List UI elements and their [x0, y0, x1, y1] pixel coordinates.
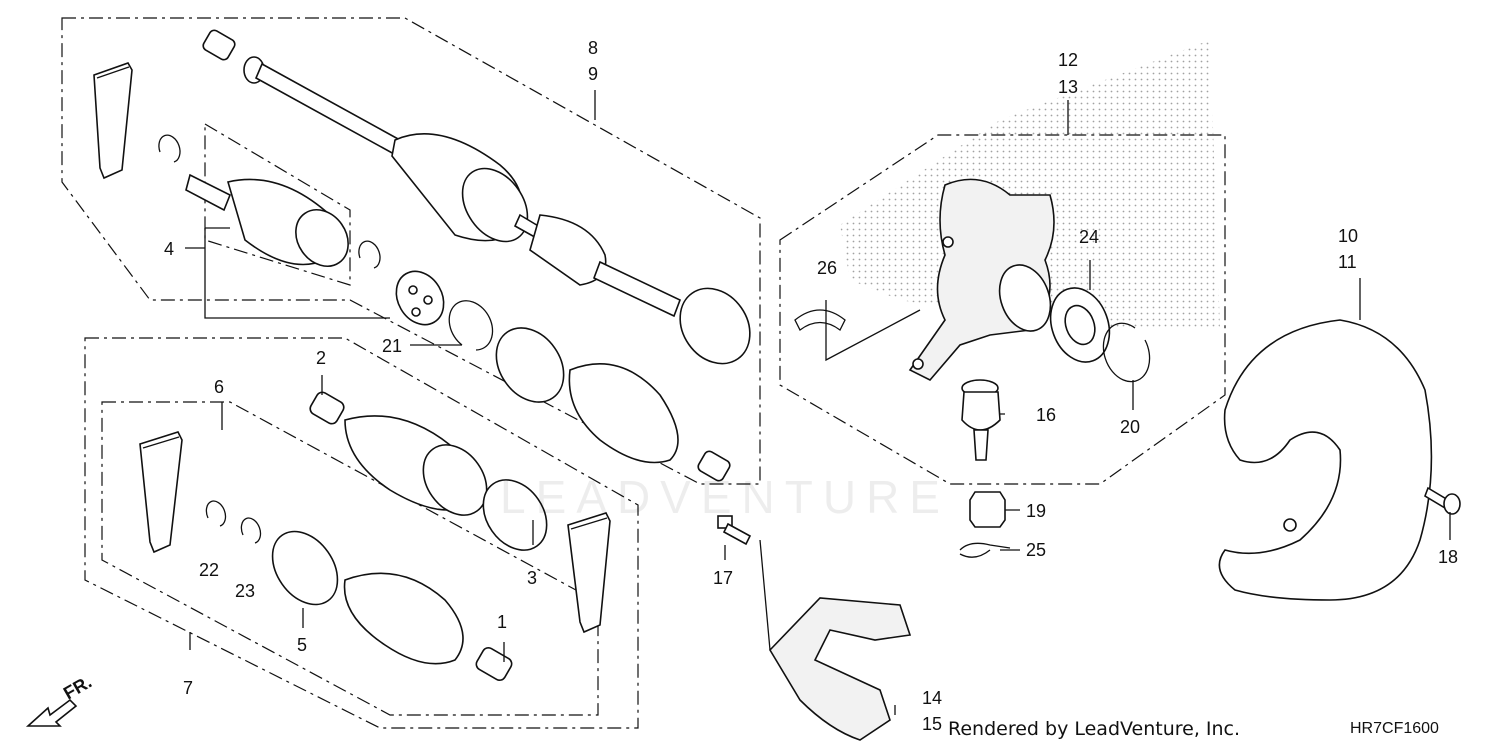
- boot-icon: [568, 363, 679, 464]
- callout-23[interactable]: 23: [235, 581, 255, 601]
- bearing-cage-icon: [395, 270, 445, 326]
- callout-18[interactable]: 18: [1438, 547, 1458, 567]
- bolt-17-icon: [717, 515, 752, 546]
- snap-ring-icon: [448, 300, 494, 351]
- callout-4[interactable]: 4: [164, 239, 174, 259]
- drive-shaft-assembly-icon: [202, 29, 751, 365]
- inner-boot-icon: [343, 572, 464, 665]
- callout-17[interactable]: 17: [713, 568, 733, 588]
- circlip-icon: [158, 134, 181, 163]
- grease-tube-lower-left-icon: [139, 431, 183, 554]
- front-direction-label: FR.: [60, 672, 95, 704]
- grease-tube-lower-right-icon: [567, 512, 611, 634]
- callout-10[interactable]: 10: [1338, 226, 1358, 246]
- callout-26[interactable]: 26: [817, 258, 837, 278]
- group-boundary-inner-joint: [204, 122, 351, 286]
- callout-7[interactable]: 7: [183, 678, 193, 698]
- callout-24[interactable]: 24: [1079, 227, 1099, 247]
- clamp-small-upper-icon: [309, 391, 345, 425]
- group-boundary-drive-shaft: [61, 17, 761, 485]
- circlip-26-icon: [794, 309, 846, 331]
- boot-band-5-icon: [271, 530, 339, 606]
- inner-cv-joint-icon: [185, 173, 349, 267]
- grease-tube-icon: [93, 62, 133, 180]
- callout-14[interactable]: 14: [922, 688, 942, 708]
- callout-6[interactable]: 6: [214, 377, 224, 397]
- circlip-22-icon: [205, 500, 227, 527]
- flange-bolt-18-icon: [1424, 486, 1461, 515]
- callout-11[interactable]: 11: [1338, 252, 1357, 272]
- callout-5[interactable]: 5: [297, 635, 307, 655]
- circlip-23-icon: [240, 517, 262, 544]
- callout-15[interactable]: 15: [922, 714, 942, 734]
- render-credit: Rendered by LeadVenture, Inc.: [948, 718, 1241, 740]
- inner-circlip-icon: [358, 240, 381, 269]
- callout-12[interactable]: 12: [1058, 50, 1078, 70]
- callout-20[interactable]: 20: [1120, 417, 1140, 437]
- leader-lines: [185, 90, 1451, 715]
- wheel-bearing-icon: [1049, 287, 1111, 363]
- knuckle-shading: [840, 40, 1220, 330]
- callout-3[interactable]: 3: [527, 568, 537, 588]
- disc-cover-icon: [1218, 319, 1433, 601]
- callout-22[interactable]: 22: [199, 560, 219, 580]
- knuckle-icon: [908, 178, 1055, 381]
- bearing-snap-ring-icon: [1102, 322, 1151, 383]
- callout-9[interactable]: 9: [588, 64, 598, 84]
- watermark: LEADVENTURE: [500, 471, 950, 523]
- callout-19[interactable]: 19: [1026, 501, 1046, 521]
- guard-bracket-icon: [768, 597, 912, 741]
- ball-joint-icon: [961, 379, 1001, 461]
- callout-8[interactable]: 8: [588, 38, 598, 58]
- diagram-code: HR7CF1600: [1350, 720, 1439, 737]
- callout-1[interactable]: 1: [497, 612, 507, 632]
- callout-13[interactable]: 13: [1058, 77, 1078, 97]
- callout-21[interactable]: 21: [382, 336, 402, 356]
- cotter-pin-icon: [959, 542, 1011, 558]
- group-boundary-boot-kit-outer: [84, 337, 639, 729]
- boot-band-large-icon: [495, 327, 565, 403]
- callout-16[interactable]: 16: [1036, 405, 1056, 425]
- group-boundary-boot-kit-inner: [101, 401, 599, 716]
- callout-25[interactable]: 25: [1026, 540, 1046, 560]
- castle-nut-icon: [969, 491, 1006, 528]
- front-direction-arrow-icon: [25, 698, 78, 727]
- callout-2[interactable]: 2: [316, 348, 326, 368]
- band-3-icon: [482, 479, 548, 551]
- boot-band-small-icon: [697, 450, 731, 482]
- outer-boot-band-icon: [422, 444, 488, 516]
- clamp-small-1-icon: [475, 647, 513, 681]
